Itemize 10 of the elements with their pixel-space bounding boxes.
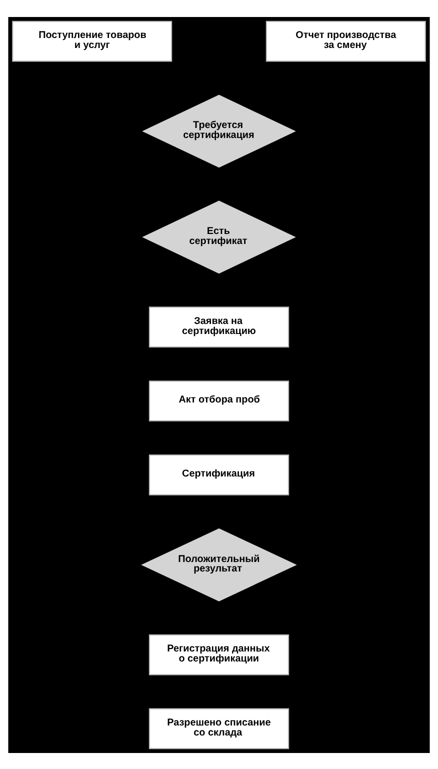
node-box: Акт отбора проб <box>148 380 290 421</box>
node-box: Отчет производства за смену <box>266 20 426 62</box>
node-box: Заявка на сертификацию <box>148 306 290 347</box>
node-diamond: Требуется сертификация <box>142 94 296 168</box>
node-box: Сертификация <box>148 454 290 495</box>
node-box: Поступление товаров и услуг <box>12 20 172 62</box>
node-box: Разрешено списание со склада <box>148 708 290 749</box>
node-box: Регистрация данных о сертификации <box>148 634 290 675</box>
node-diamond: Есть сертификат <box>142 200 296 274</box>
node-diamond: Положительный результат <box>141 528 297 601</box>
